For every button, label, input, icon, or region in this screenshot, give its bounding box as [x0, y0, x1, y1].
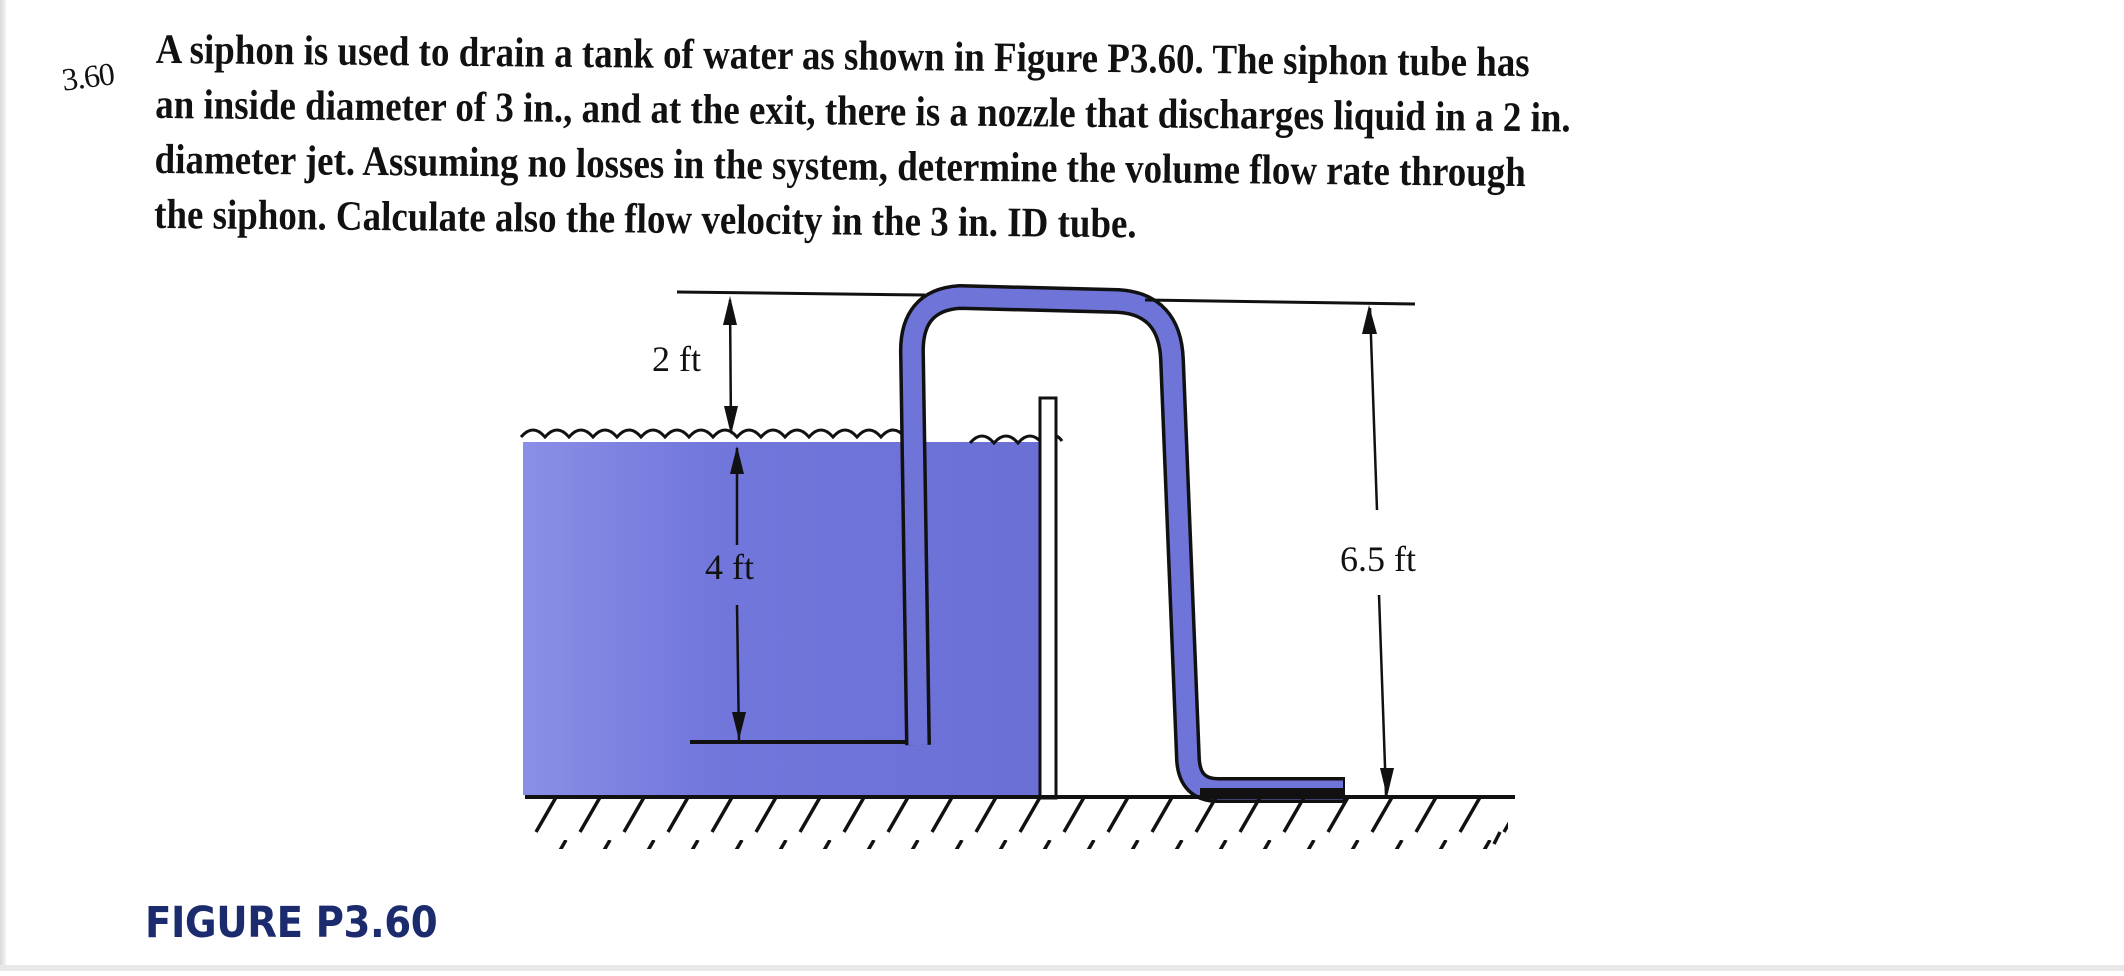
- top-reference-line-left: [676, 290, 926, 297]
- water-surface-icon: [519, 428, 907, 440]
- dimension-4ft: [730, 446, 746, 741]
- label-2ft: 2 ft: [652, 339, 701, 379]
- figure-caption: FIGURE P3.60: [145, 898, 438, 948]
- label-6-5ft: 6.5 ft: [1340, 539, 1416, 579]
- tank-water: [523, 442, 1053, 795]
- top-reference-line-right: [1144, 298, 1416, 306]
- ground: [525, 795, 1515, 849]
- label-4ft: 4 ft: [705, 547, 754, 587]
- tank-wall: [1038, 396, 1058, 800]
- dimension-6-5ft: [1362, 305, 1394, 797]
- dimension-2ft: [723, 296, 738, 435]
- page-bottom-edge: [0, 965, 2124, 971]
- page-edge: [0, 0, 6, 971]
- siphon-tube: [898, 284, 1345, 803]
